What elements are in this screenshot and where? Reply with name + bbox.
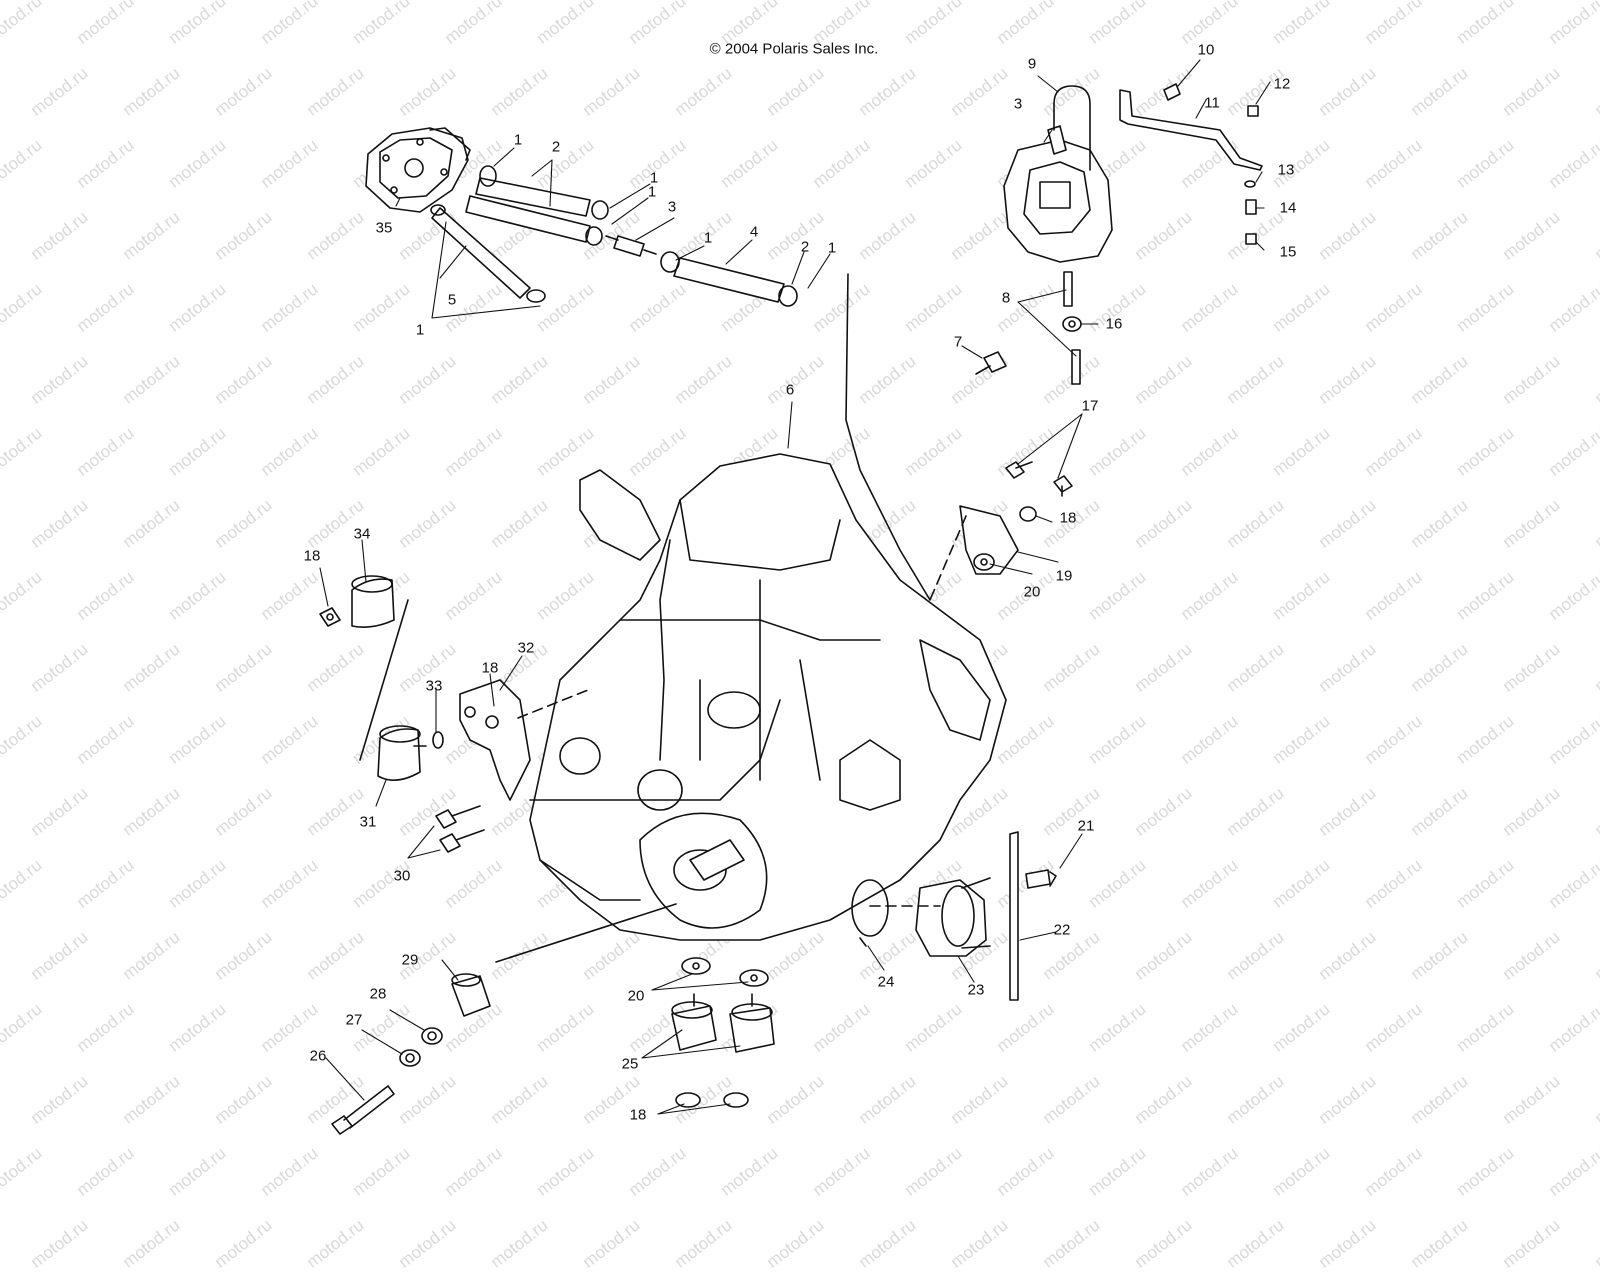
callout-1: 1 (828, 241, 836, 256)
callout-30: 30 (394, 869, 411, 884)
callout-2: 2 (801, 240, 809, 255)
callout-18: 18 (482, 661, 499, 676)
fuel-filter-3 (606, 236, 656, 256)
callout-24: 24 (878, 975, 895, 990)
watermark-text: motod.ru (211, 1215, 276, 1272)
watermark-text: motod.ru (1315, 1215, 1380, 1272)
fuel-hose-4 (661, 252, 797, 306)
bracket-11 (1120, 90, 1262, 170)
callout-2: 2 (552, 140, 560, 155)
watermark-text: motod.ru (1039, 1215, 1104, 1272)
callout-29: 29 (402, 953, 419, 968)
watermark-text: motod.ru (1131, 1215, 1196, 1272)
callout-1: 1 (416, 323, 424, 338)
copyright-notice: © 2004 Polaris Sales Inc. (710, 41, 879, 58)
callout-34: 34 (354, 527, 371, 542)
watermark-text: motod.ru (671, 1215, 736, 1272)
callout-17: 17 (1082, 399, 1099, 414)
callout-4: 4 (750, 225, 758, 240)
washer-33 (433, 732, 443, 748)
oil-pump-3 (1004, 126, 1112, 262)
nut-18-right (1020, 507, 1036, 521)
callout-5: 5 (448, 293, 456, 308)
washer-20-right (974, 554, 994, 570)
clamp-22 (1010, 832, 1018, 1000)
callout-18: 18 (304, 549, 321, 564)
callout-6: 6 (786, 383, 794, 398)
nut-15 (1246, 234, 1256, 244)
washers-20-bottom (682, 958, 768, 986)
watermark-text: motod.ru (947, 1215, 1012, 1272)
callout-3: 3 (1014, 97, 1022, 112)
callout-35: 35 (376, 221, 393, 236)
callout-31: 31 (360, 815, 377, 830)
callout-25: 25 (622, 1057, 639, 1072)
watermark-text: motod.ru (1407, 1215, 1472, 1272)
callout-16: 16 (1106, 317, 1123, 332)
callout-8: 8 (1002, 291, 1010, 306)
heat-shield-34 (352, 576, 394, 627)
center-line-right (930, 516, 966, 600)
mounts-25 (672, 994, 774, 1052)
mount-31 (378, 726, 426, 780)
bolt-7 (976, 352, 1006, 374)
bolt-10 (1164, 84, 1180, 100)
nut-18-left (320, 608, 340, 626)
pin-21 (1026, 870, 1056, 888)
watermark-text: motod.ru (1591, 1215, 1600, 1272)
callout-12: 12 (1274, 77, 1291, 92)
watermark-text: motod.ru (395, 1215, 460, 1272)
watermark-text: motod.ru (1499, 1215, 1564, 1272)
watermark-text: motod.ru (855, 1215, 920, 1272)
nut-12 (1248, 106, 1258, 116)
washer-13 (1245, 181, 1255, 187)
watermark-text: motod.ru (303, 1215, 368, 1272)
callout-26: 26 (310, 1049, 327, 1064)
callout-7: 7 (954, 335, 962, 350)
fuel-pump-35 (366, 128, 470, 212)
bolt-26 (332, 1086, 394, 1134)
callout-33: 33 (426, 679, 443, 694)
stud-14 (1246, 200, 1256, 214)
callout-1: 1 (704, 231, 712, 246)
callout-19: 19 (1056, 569, 1073, 584)
callout-10: 10 (1198, 43, 1215, 58)
exploded-view-drawing (0, 0, 1600, 1200)
callout-14: 14 (1280, 201, 1297, 216)
callout-32: 32 (518, 641, 535, 656)
callout-1: 1 (514, 133, 522, 148)
callout-27: 27 (346, 1013, 363, 1028)
stud-8 (1064, 272, 1080, 384)
watermark-text: motod.ru (119, 1215, 184, 1272)
bolts-30 (436, 806, 484, 852)
callout-1: 1 (648, 185, 656, 200)
callout-15: 15 (1280, 245, 1297, 260)
watermark-text: motod.ru (763, 1215, 828, 1272)
callout-3: 3 (668, 200, 676, 215)
engine-assembly-6 (530, 274, 1006, 940)
watermark-text: motod.ru (487, 1215, 552, 1272)
callout-28: 28 (370, 987, 387, 1002)
callout-9: 9 (1028, 57, 1036, 72)
watermark-text: motod.ru (579, 1215, 644, 1272)
washer-27 (400, 1050, 420, 1066)
callout-18: 18 (1060, 511, 1077, 526)
nuts-18-bottom (676, 1093, 748, 1107)
callout-11: 11 (1204, 96, 1220, 111)
callout-13: 13 (1278, 163, 1295, 178)
watermark-text: motod.ru (27, 1215, 92, 1272)
washer-28 (422, 1028, 442, 1044)
callout-20: 20 (628, 989, 645, 1004)
adapter-23 (916, 878, 990, 956)
washer-16 (1063, 317, 1081, 331)
watermark-text: motod.ru (1223, 1215, 1288, 1272)
callout-22: 22 (1054, 923, 1071, 938)
bracket-32 (460, 680, 530, 800)
callout-21: 21 (1078, 819, 1095, 834)
callout-20: 20 (1024, 585, 1041, 600)
callout-18: 18 (630, 1108, 647, 1123)
callout-23: 23 (968, 983, 985, 998)
